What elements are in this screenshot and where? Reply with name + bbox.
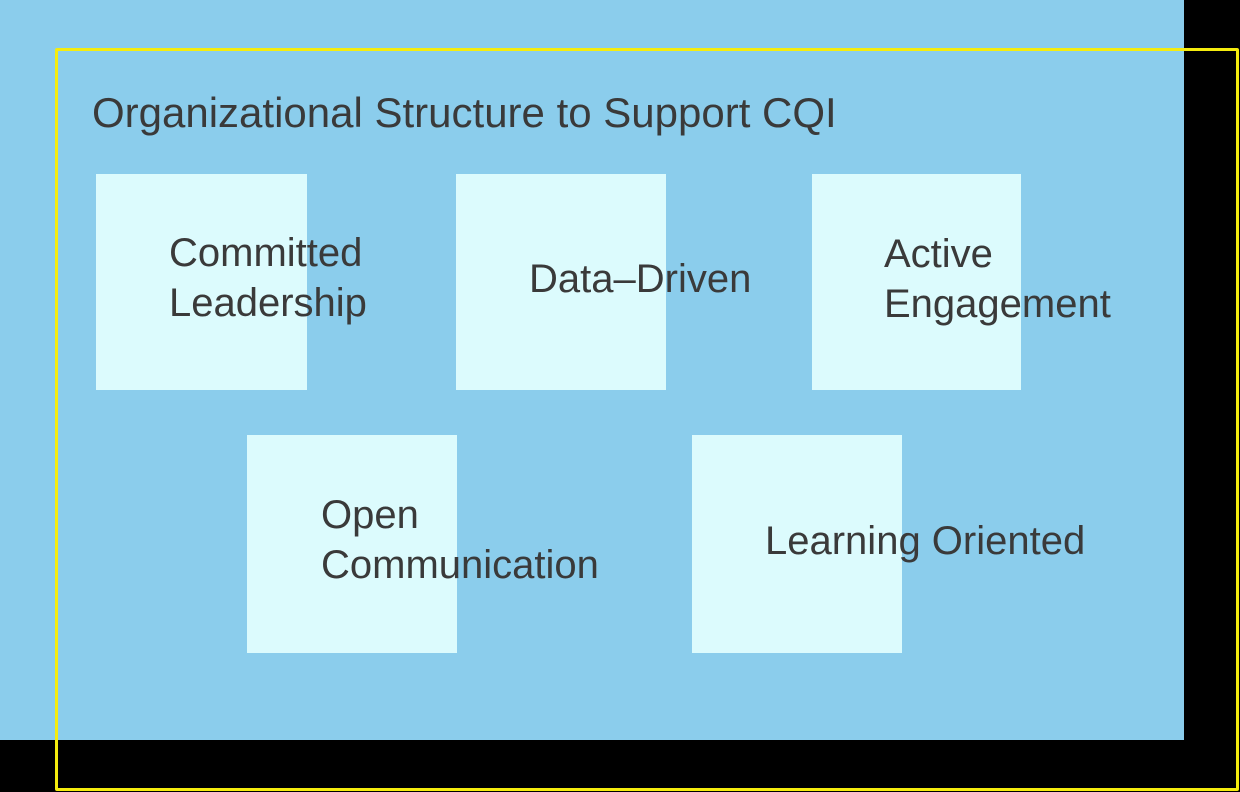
- concept-label-active-engagement: Active Engagement: [884, 232, 1111, 326]
- concept-box-committed-leadership: [96, 174, 307, 390]
- concept-label-learning-oriented: Learning Oriented: [765, 519, 1086, 563]
- concept-box-open-communication: [247, 435, 457, 653]
- yellow-frame-outline: [55, 48, 1239, 791]
- concept-box-learning-oriented: [692, 435, 902, 653]
- concept-label-committed-leadership: Committed Leadership: [169, 231, 367, 325]
- concept-label-open-communication: Open Communication: [321, 493, 599, 587]
- concept-box-data-driven: [456, 174, 666, 390]
- slide-title: Organizational Structure to Support CQI: [92, 89, 837, 136]
- concept-label-data-driven: Data–Driven: [529, 257, 752, 301]
- concept-box-active-engagement: [812, 174, 1021, 390]
